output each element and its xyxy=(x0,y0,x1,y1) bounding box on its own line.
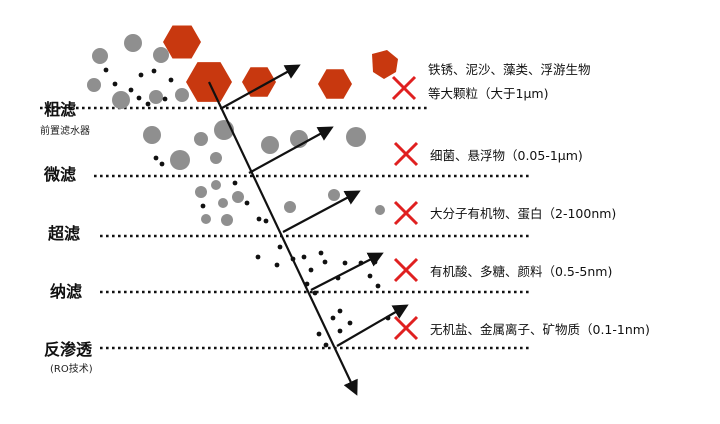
branch-arrow-3 xyxy=(282,190,361,233)
branch-arrow-1 xyxy=(221,64,301,109)
cross-stroke-b xyxy=(393,141,419,167)
branch-arrow-2 xyxy=(248,126,334,174)
black-dot-33 xyxy=(337,308,343,314)
black-dot-35 xyxy=(347,320,353,326)
grey-particle-9 xyxy=(170,150,190,170)
black-dot-2 xyxy=(112,81,118,87)
black-dot-1 xyxy=(103,67,109,73)
grey-particle-24 xyxy=(375,205,385,215)
flow-arrows xyxy=(208,64,409,396)
cross-mark-2 xyxy=(393,141,419,167)
stage-label-ro: 反渗透 xyxy=(44,340,93,359)
grey-particle-17 xyxy=(211,180,221,190)
branch-arrow-4 xyxy=(310,252,384,291)
grey-particle-4 xyxy=(87,78,101,92)
grey-particle-3 xyxy=(153,47,169,63)
grey-particle-1 xyxy=(92,48,108,64)
grey-particle-22 xyxy=(284,201,296,213)
rejection-marks xyxy=(391,75,419,341)
grey-particle-19 xyxy=(232,191,244,203)
cross-mark-4 xyxy=(393,257,419,283)
particles xyxy=(87,34,391,348)
grey-particle-8 xyxy=(143,126,161,144)
grey-particle-13 xyxy=(261,136,279,154)
hexagon-particle-3 xyxy=(242,67,276,97)
note-coarse-line2: 等大颗粒（大于1μm) xyxy=(428,86,548,101)
black-dot-9 xyxy=(145,101,151,107)
grey-particle-16 xyxy=(195,186,207,198)
cross-mark-1 xyxy=(391,75,417,101)
grey-particle-23 xyxy=(328,189,340,201)
cross-stroke-b xyxy=(391,75,417,101)
cross-stroke-b xyxy=(393,257,419,283)
black-dot-16 xyxy=(263,218,269,224)
black-dot-27 xyxy=(342,260,348,266)
black-dot-32 xyxy=(375,283,381,289)
black-dot-22 xyxy=(318,250,324,256)
black-dot-24 xyxy=(322,259,328,265)
main-flow-arrow xyxy=(208,81,358,396)
grey-particle-21 xyxy=(221,214,233,226)
cross-stroke-b xyxy=(393,315,419,341)
cross-mark-3 xyxy=(393,200,419,226)
grey-particle-6 xyxy=(149,90,163,104)
grey-particle-18 xyxy=(218,198,228,208)
cross-stroke-b xyxy=(393,200,419,226)
black-dot-20 xyxy=(255,254,261,260)
black-dot-30 xyxy=(372,259,378,265)
black-dot-12 xyxy=(232,180,238,186)
black-dot-13 xyxy=(244,200,250,206)
black-dot-23 xyxy=(308,267,314,273)
note-ro: 无机盐、金属离子、矿物质（0.1-1nm) xyxy=(430,322,650,337)
black-dot-3 xyxy=(128,87,134,93)
stage-labels: 粗滤 前置滤水器 微滤 超滤 纳滤 反渗透 (RO技术) xyxy=(40,100,93,375)
black-dot-17 xyxy=(277,244,283,250)
black-dot-5 xyxy=(151,68,157,74)
grey-particle-5 xyxy=(112,91,130,109)
hexagon-particle-5 xyxy=(372,50,398,79)
black-dot-11 xyxy=(159,161,165,167)
hexagon-particle-1 xyxy=(163,25,201,59)
black-dot-6 xyxy=(168,77,174,83)
black-dot-38 xyxy=(323,342,329,348)
black-dot-15 xyxy=(200,203,206,209)
notes: 铁锈、泥沙、藻类、浮游生物 等大颗粒（大于1μm) 细菌、悬浮物（0.05-1μ… xyxy=(428,62,650,337)
black-dot-10 xyxy=(153,155,159,161)
separator-lines xyxy=(40,106,530,350)
note-coarse-line1: 铁锈、泥沙、藻类、浮游生物 xyxy=(428,62,591,77)
grey-particle-20 xyxy=(201,214,211,224)
black-dot-4 xyxy=(138,72,144,78)
note-nano: 有机酸、多糖、颜料（0.5-5nm) xyxy=(430,264,612,279)
black-dot-36 xyxy=(337,328,343,334)
stage-sub-ro: (RO技术) xyxy=(50,362,93,375)
grey-particle-7 xyxy=(175,88,189,102)
hexagon-particle-4 xyxy=(318,69,352,99)
black-dot-8 xyxy=(136,95,142,101)
stage-label-ultra: 超滤 xyxy=(47,224,80,243)
stage-label-nano: 纳滤 xyxy=(50,282,82,301)
black-dot-14 xyxy=(256,216,262,222)
black-dot-21 xyxy=(301,254,307,260)
black-dot-37 xyxy=(316,331,322,337)
grey-particle-2 xyxy=(124,34,142,52)
black-dot-28 xyxy=(312,290,318,296)
black-dot-31 xyxy=(367,273,373,279)
cross-mark-5 xyxy=(393,315,419,341)
black-dot-18 xyxy=(274,262,280,268)
grey-particle-10 xyxy=(194,132,208,146)
black-dot-34 xyxy=(330,315,336,321)
stage-label-coarse: 粗滤 xyxy=(44,100,76,119)
note-micro: 细菌、悬浮物（0.05-1μm) xyxy=(430,148,583,163)
grey-particle-11 xyxy=(210,152,222,164)
grey-particle-15 xyxy=(346,127,366,147)
stage-label-micro: 微滤 xyxy=(43,165,76,184)
stage-sub-coarse: 前置滤水器 xyxy=(40,124,90,137)
large-particles xyxy=(163,25,398,102)
branch-arrow-5 xyxy=(336,304,409,347)
black-dot-7 xyxy=(162,96,168,102)
note-ultra: 大分子有机物、蛋白（2-100nm) xyxy=(430,206,616,221)
